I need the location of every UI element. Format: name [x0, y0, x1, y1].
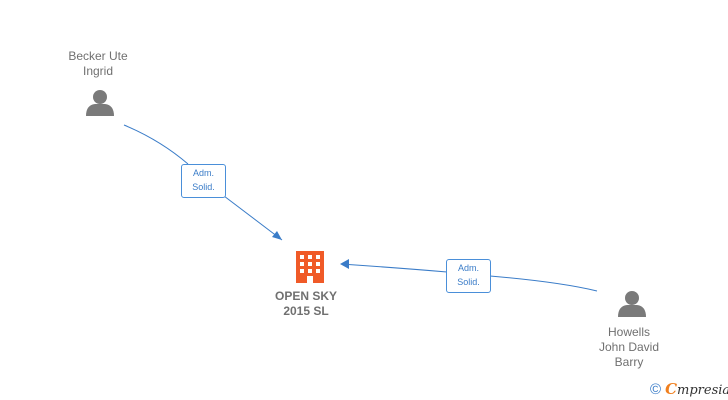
edge-label-line: Solid.: [457, 277, 480, 287]
person-name-line: Becker Ute: [68, 49, 128, 63]
person-name-becker[interactable]: Becker Ute Ingrid: [48, 49, 148, 79]
edge-arrowhead: [340, 259, 349, 269]
person-name-line: Ingrid: [82, 64, 114, 78]
edge-label-line: Adm.: [457, 263, 479, 273]
edge-howells-to-company: [340, 263, 598, 292]
edge-label-line: Adm.: [192, 168, 214, 178]
company-name-line: OPEN SKY: [274, 289, 337, 303]
copyright-icon: ©: [650, 381, 662, 398]
person-name-line: Howells: [607, 325, 650, 339]
person-icon[interactable]: [86, 90, 114, 116]
company-name-line: 2015 SL: [283, 304, 329, 318]
person-name-line: John David: [598, 340, 660, 354]
edge-label: Adm. Solid.: [181, 164, 226, 198]
edge-becker-to-company: [123, 124, 283, 241]
brand-initial: C: [665, 380, 678, 398]
person-name-howells[interactable]: Howells John David Barry: [579, 325, 679, 370]
edge-label-line: Solid.: [192, 182, 215, 192]
person-name-line: Barry: [614, 355, 644, 369]
edge-label: Adm. Solid.: [446, 259, 491, 293]
company-name[interactable]: OPEN SKY 2015 SL: [256, 289, 356, 319]
person-icon[interactable]: [618, 291, 646, 317]
building-icon[interactable]: [296, 251, 324, 283]
edge-arrowhead: [272, 231, 282, 240]
brand-watermark: ©Cmpresia: [650, 380, 728, 398]
brand-name: mpresia: [677, 383, 728, 398]
